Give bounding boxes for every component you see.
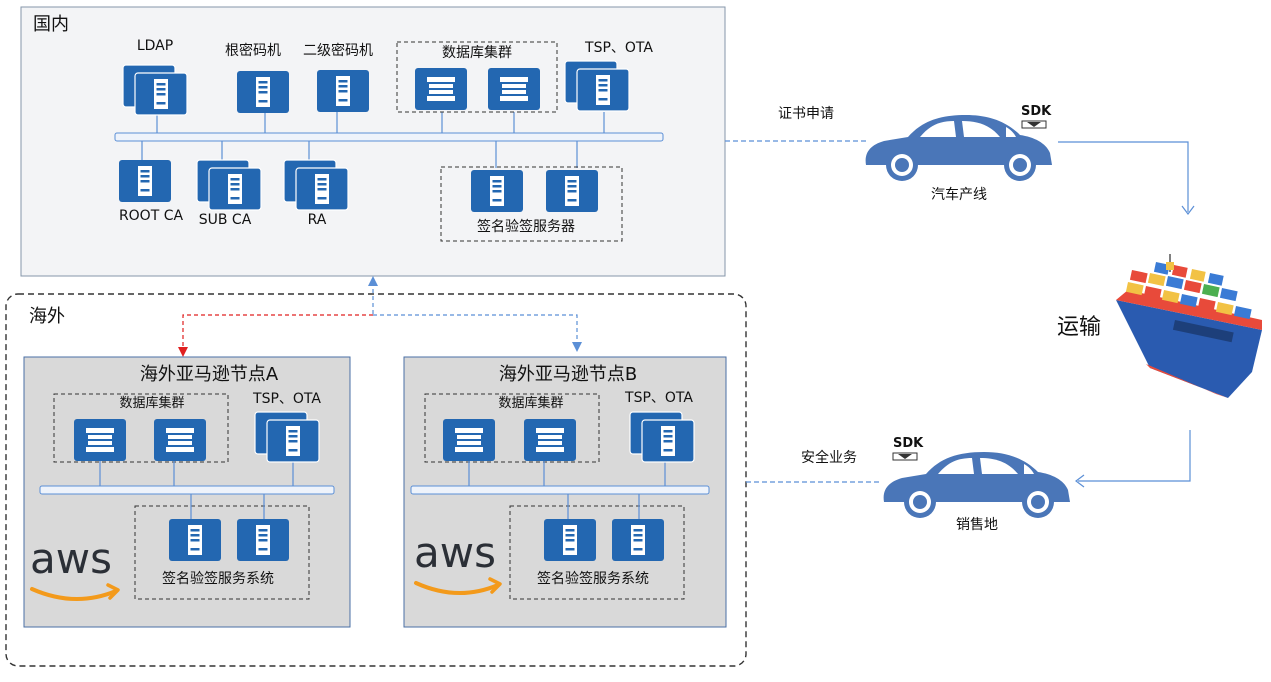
aws-smile-icon [414, 581, 500, 595]
secondary-hsm-label: 二级密码机 [303, 43, 373, 59]
node-b-db-icon [524, 419, 576, 461]
node-a-db-icon [74, 419, 126, 461]
sdk-badge-label: SDK [893, 436, 924, 451]
security-services-label: 安全业务 [801, 450, 857, 466]
root-hsm-label: 根密码机 [225, 43, 281, 59]
domestic-connectors [141, 110, 605, 168]
node-a-sign-server-icon [237, 519, 289, 561]
db-server-icon [488, 68, 540, 110]
node-b-db-group [424, 393, 600, 463]
node-b-tsp-ota-label: TSP、OTA [625, 390, 693, 406]
ra-label: RA [307, 212, 327, 228]
flow-arrow-to-ship [1058, 141, 1189, 212]
node-b-sign-verify-label: 签名验签服务系统 [537, 571, 649, 587]
ra-server-icon [283, 159, 349, 211]
node-b-sign-group [509, 505, 685, 600]
production-line-label: 汽车产线 [931, 187, 987, 203]
sales-location-label: 销售地 [956, 517, 998, 533]
node-a-title: 海外亚马逊节点A [139, 364, 279, 385]
node-a-sign-server-icon [169, 519, 221, 561]
node-a-bus [39, 485, 335, 495]
sign-verify-group [440, 166, 623, 242]
node-b-sign-server-icon [612, 519, 664, 561]
sdk-badge-icon [1021, 120, 1047, 129]
ldap-label: LDAP [136, 38, 174, 54]
ldap-server-icon [122, 64, 188, 116]
node-b-db-cluster-label: 数据库集群 [498, 396, 564, 411]
sign-server-icon [471, 170, 523, 212]
cargo-ship-icon [1116, 254, 1262, 398]
node-a-db-cluster-label: 数据库集群 [119, 396, 185, 411]
node-a-sign-group [134, 505, 310, 600]
db-cluster-label: 数据库集群 [442, 45, 512, 61]
node-b-bus [410, 485, 710, 495]
root-hsm-icon [237, 71, 289, 113]
root-ca-label: ROOT CA [118, 208, 184, 224]
tsp-ota-label: TSP、OTA [585, 40, 653, 56]
tsp-ota-server-icon [564, 60, 630, 112]
db-server-icon [415, 68, 467, 110]
root-ca-server-icon [119, 160, 171, 202]
sub-ca-server-icon [196, 159, 262, 211]
node-a-db-icon [154, 419, 206, 461]
sign-server-icon [546, 170, 598, 212]
sdk-badge-icon [892, 452, 918, 461]
node-a-tsp-ota-icon [254, 411, 320, 463]
cert-request-label: 证书申请 [778, 106, 834, 122]
sign-verify-servers-label: 签名验签服务器 [477, 219, 575, 235]
aws-logo: aws [30, 534, 112, 583]
aws-smile-icon [30, 587, 118, 601]
sync-links [182, 282, 578, 350]
domestic-title: 国内 [33, 14, 69, 35]
sdk-badge-label: SDK [1021, 104, 1052, 119]
transport-label: 运输 [1057, 315, 1102, 340]
node-b-title: 海外亚马逊节点B [498, 364, 638, 385]
node-b-db-icon [443, 419, 495, 461]
node-a-db-group [53, 393, 229, 463]
sales-car-icon [883, 452, 1070, 518]
sub-ca-label: SUB CA [198, 212, 252, 228]
node-a-sign-verify-label: 签名验签服务系统 [162, 571, 274, 587]
domestic-bus [114, 132, 664, 142]
db-cluster-group [396, 41, 558, 113]
aws-logo: aws [414, 528, 496, 577]
flow-arrow-to-sales [1078, 430, 1191, 482]
node-a-tsp-ota-label: TSP、OTA [253, 391, 321, 407]
secondary-hsm-icon [317, 70, 369, 112]
node-b-sign-server-icon [544, 519, 596, 561]
overseas-title: 海外 [29, 306, 65, 327]
node-b-tsp-ota-icon [629, 411, 695, 463]
